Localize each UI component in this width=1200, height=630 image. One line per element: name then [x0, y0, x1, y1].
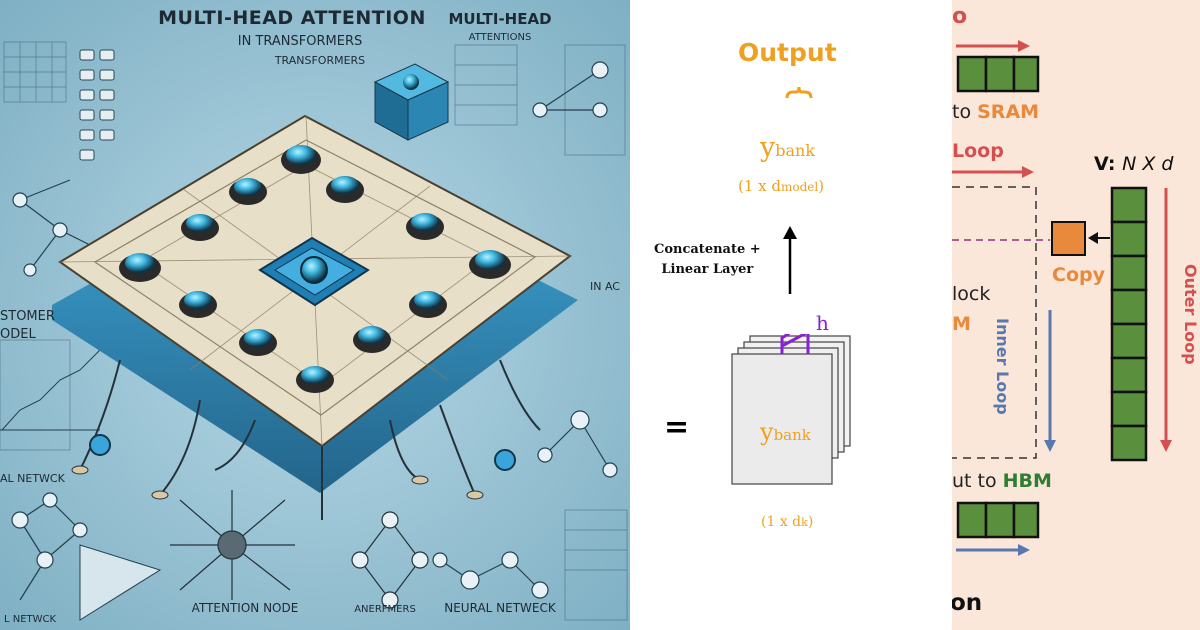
side-label-right: IN AC [590, 280, 620, 293]
illustration-title-right-1: MULTI-HEAD [448, 10, 551, 28]
v-block-column [1110, 186, 1148, 462]
outer-loop-label: Outer Loop [1181, 264, 1200, 365]
illustration-title: MULTI-HEAD ATTENTION [158, 7, 426, 29]
illustration-subtitle-1: IN TRANSFORMERS [238, 34, 362, 49]
blue-cube-icon [373, 63, 450, 141]
bottom-label-center: ATTENTION NODE [192, 601, 299, 615]
out-to-hbm-label: ut to HBM [952, 470, 1052, 492]
inner-loop-label: Inner Loop [993, 318, 1012, 415]
brace-icon [785, 86, 813, 99]
bottom-partial-text: on [952, 590, 983, 616]
dimension-bottom: (1 x dk) [761, 514, 814, 530]
ybank-top: ybank [760, 132, 816, 163]
multihead-diagram-panel: Output ybank (1 x dmodel) Concatenate + … [630, 0, 952, 630]
output-label: Output [738, 38, 837, 67]
bottom-label-mid: ANERFMERS [354, 604, 416, 615]
up-arrow-icon [783, 226, 797, 294]
illustration-title-right-2: ATTENTIONS [469, 32, 532, 43]
bottom-label-far-left: L NETWCK [4, 614, 57, 625]
attention-platform [52, 114, 578, 493]
bottom-label-right: NEURAL NETWECK [444, 601, 557, 615]
tiling-graphics [952, 40, 1172, 556]
copy-label: Copy [1052, 264, 1105, 286]
side-label-left-1: STOMER [0, 309, 55, 324]
top-block-row [956, 55, 1040, 93]
neural-network-icon [351, 511, 429, 609]
illustration-panel: MULTI-HEAD ATTENTION IN TRANSFORMERS TRA… [0, 0, 630, 630]
block-partial-label: lock [952, 283, 991, 305]
to-sram-label: to SRAM [952, 101, 1040, 123]
illustration-subtitle-2: TRANSFORMERS [274, 54, 365, 67]
concat-label: Concatenate + Linear Layer [654, 242, 761, 277]
side-label-left-2: ODEL [0, 327, 36, 342]
bottom-label-left: AL NETWCK [0, 472, 66, 485]
attention-node-icon [170, 490, 295, 600]
top-partial-text: o [952, 4, 968, 29]
v-matrix-label: V: N X d [1094, 153, 1174, 175]
tiling-diagram-panel: o [952, 0, 1200, 630]
loop-label: Loop [952, 140, 1004, 162]
transformer-illustration: MULTI-HEAD ATTENTION IN TRANSFORMERS TRA… [0, 0, 630, 630]
ybank-box-label: ybank [760, 418, 811, 446]
heads-label: h [816, 311, 829, 335]
stacked-heads-boxes [731, 334, 851, 485]
dimension-top: (1 x dmodel) [738, 177, 825, 195]
m-partial-label: M [952, 313, 971, 335]
bottom-block-row [956, 501, 1040, 539]
attention-nodes [119, 145, 511, 393]
equals-sign: = [664, 410, 690, 445]
